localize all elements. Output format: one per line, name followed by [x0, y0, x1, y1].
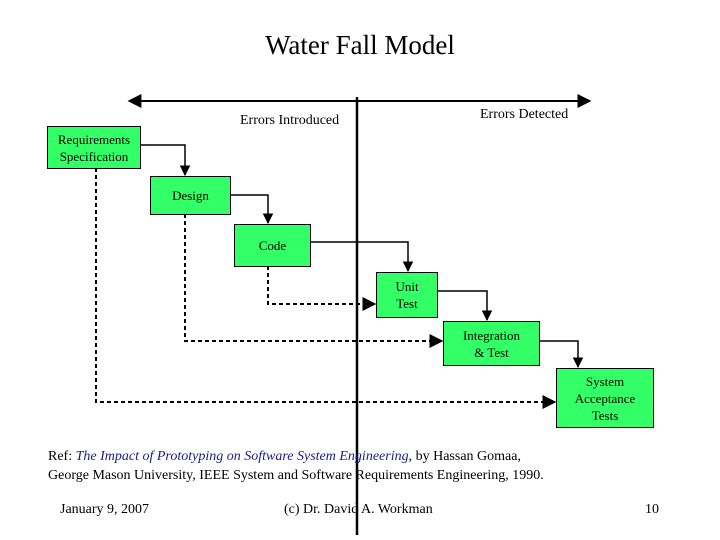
box-requirements-specification: Requirements Specification [47, 126, 141, 169]
arrow-design-to-code [230, 194, 274, 225]
box-code: Code [234, 224, 311, 267]
reference-line-2: George Mason University, IEEE System and… [48, 468, 544, 483]
footer-page-number: 10 [645, 502, 659, 517]
slide-title: Water Fall Model [265, 30, 455, 60]
footer-date: January 9, 2007 [60, 502, 150, 517]
errors-introduced-label: Errors Introduced [240, 113, 340, 128]
reference-prefix: Ref: [48, 449, 76, 464]
reference-text: Ref: The Impact of Prototyping on Softwa… [48, 447, 544, 485]
arrow-integration-to-system [540, 340, 584, 369]
dashed-req-to-system [95, 168, 557, 409]
arrow-code-to-unittest [310, 241, 414, 273]
box-system-acceptance-tests: System Acceptance Tests [556, 368, 654, 428]
arrow-req-to-design [140, 144, 191, 177]
box-integration-test: Integration & Test [443, 321, 540, 366]
errors-detected-label: Errors Detected [480, 107, 569, 122]
reference-line-1: Ref: The Impact of Prototyping on Softwa… [48, 447, 544, 466]
dashed-design-to-integration [184, 214, 444, 348]
dashed-code-to-unittest [267, 266, 377, 311]
arrow-unittest-to-integration [437, 290, 493, 322]
reference-author: , by Hassan Gomaa, [408, 449, 521, 464]
reference-title: The Impact of Prototyping on Software Sy… [75, 449, 409, 464]
box-design: Design [150, 176, 231, 215]
footer-author: (c) Dr. David A. Workman [284, 502, 433, 517]
box-unit-test: Unit Test [376, 272, 438, 318]
